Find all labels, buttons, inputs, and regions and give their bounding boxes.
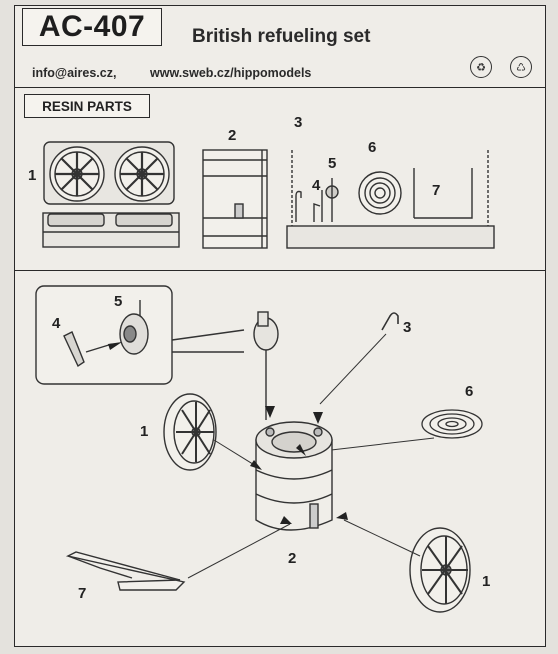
part-number: 2: [228, 127, 236, 144]
product-code: AC-407: [38, 10, 146, 43]
part-number: 5: [114, 293, 122, 310]
barrel-part-top: [202, 149, 268, 249]
barrel-assembly: [255, 421, 333, 531]
resin-parts-label-box: RESIN PARTS: [24, 94, 150, 118]
pump-assembly: [253, 311, 279, 420]
part-number: 1: [482, 573, 490, 590]
recycle-icon: ♺: [510, 56, 532, 78]
recycle-bin-icon: ♻: [470, 56, 492, 78]
wheel-left: [163, 393, 257, 471]
part-number: 2: [288, 550, 296, 567]
part-number: 6: [368, 139, 376, 156]
header-divider: [14, 87, 546, 88]
wheel-right: [343, 519, 471, 613]
section-divider: [14, 270, 546, 271]
hose-part: [313, 409, 483, 453]
product-title: British refueling set: [192, 26, 371, 47]
assembly-arrows: [108, 342, 348, 524]
product-code-box: AC-407: [22, 8, 162, 46]
part-number: 3: [403, 319, 411, 336]
part-number: 4: [312, 177, 321, 194]
contact-website[interactable]: www.sweb.cz/hippomodels: [150, 66, 312, 80]
part-number: 6: [465, 383, 473, 400]
part-number: 1: [140, 423, 148, 440]
part-number: 4: [52, 315, 61, 332]
frame-part: [65, 523, 291, 591]
contact-email[interactable]: info@aires.cz,: [32, 66, 117, 80]
small-parts-sprue: [286, 150, 495, 249]
part-number: 5: [328, 155, 336, 172]
part-number: 3: [294, 114, 302, 131]
resin-parts-label: RESIN PARTS: [42, 98, 132, 114]
detail-inset: [35, 285, 245, 385]
wheel-parts-sprue: [42, 141, 180, 248]
part-number: 7: [432, 182, 440, 199]
hook-part: [319, 312, 399, 405]
part-number: 7: [78, 585, 86, 602]
part-number: 1: [28, 167, 36, 184]
